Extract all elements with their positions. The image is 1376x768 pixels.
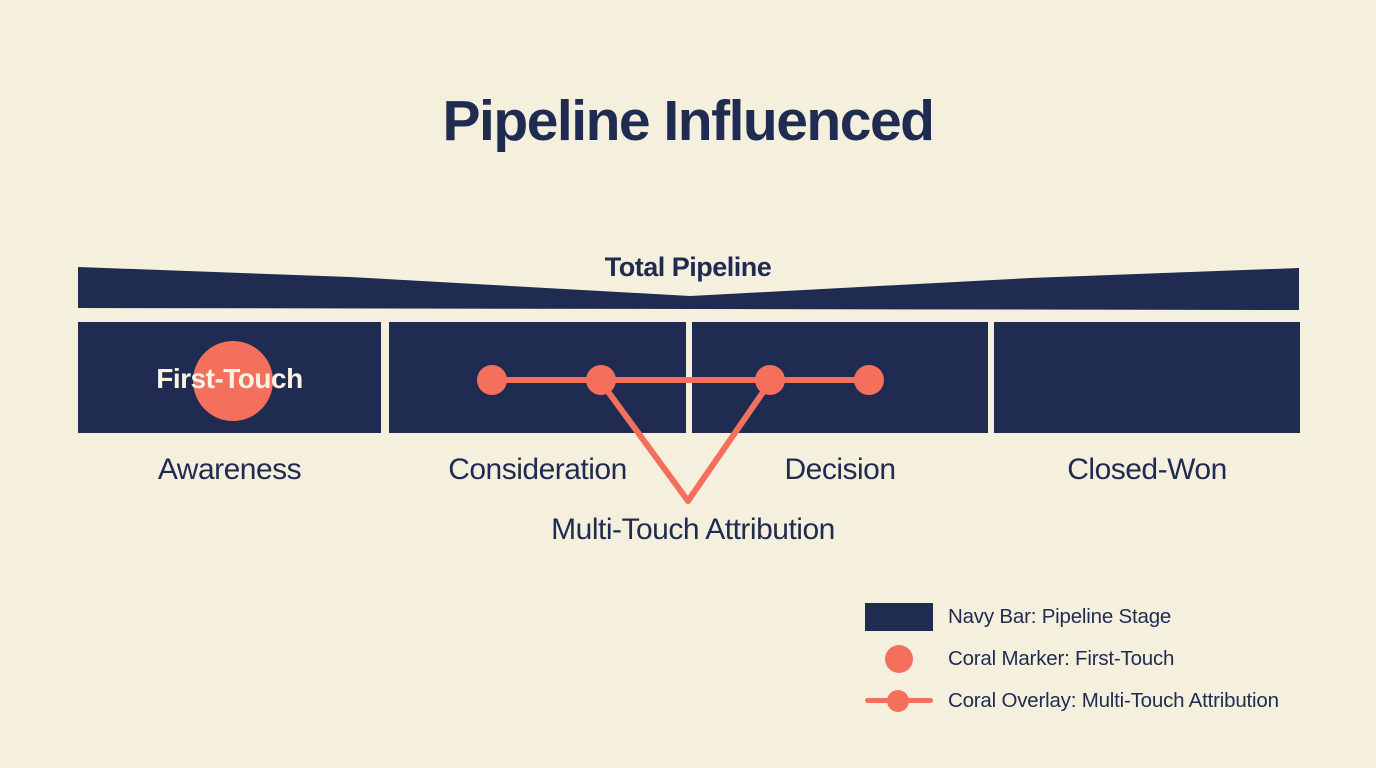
- legend-item-first-touch: Coral Marker: First-Touch: [865, 638, 1279, 680]
- legend-label-multi-touch: Coral Overlay: Multi-Touch Attribution: [948, 689, 1279, 712]
- stage-label-awareness: Awareness: [157, 453, 302, 486]
- legend-label-pipeline-stage: Navy Bar: Pipeline Stage: [948, 605, 1172, 628]
- coral-overlay-dot-swatch: [887, 690, 909, 712]
- stage-bar-awareness: First-Touch: [78, 322, 381, 433]
- stage-label-consideration: Consideration: [448, 453, 627, 486]
- legend-item-pipeline-stage: Navy Bar: Pipeline Stage: [865, 596, 1279, 638]
- navy-bar-swatch: [865, 603, 933, 631]
- first-touch-marker: [193, 341, 273, 421]
- legend: Navy Bar: Pipeline Stage Coral Marker: F…: [865, 596, 1279, 722]
- legend-item-multi-touch: Coral Overlay: Multi-Touch Attribution: [865, 680, 1279, 722]
- stage-label-closed-won: Closed-Won: [1067, 453, 1227, 486]
- coral-overlay-swatch: [865, 690, 933, 712]
- stage-bar-closed-won: [994, 322, 1300, 433]
- multi-touch-attribution-label: Multi-Touch Attribution: [551, 513, 835, 546]
- coral-marker-swatch: [885, 645, 913, 673]
- page-title: Pipeline Influenced: [442, 89, 935, 153]
- first-touch-label: First-Touch: [156, 363, 303, 394]
- stage-bar-consideration: [389, 322, 686, 433]
- total-pipeline-label: Total Pipeline: [604, 252, 772, 282]
- legend-label-first-touch: Coral Marker: First-Touch: [948, 647, 1175, 670]
- stage-label-decision: Decision: [784, 453, 896, 486]
- stage-bar-decision: [692, 322, 988, 433]
